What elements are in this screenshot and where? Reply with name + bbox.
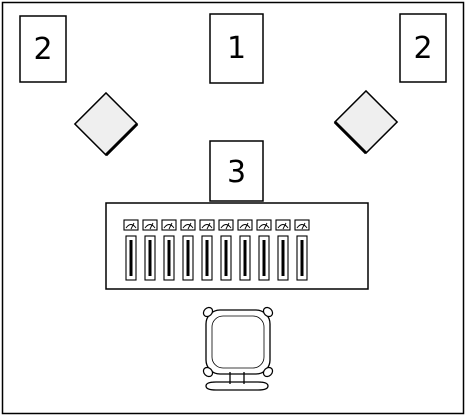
label-box-center: 1 xyxy=(209,13,264,84)
fader-slot xyxy=(148,240,152,276)
label-right-number: 2 xyxy=(413,31,432,66)
console-channels xyxy=(123,219,310,281)
fader-slot xyxy=(186,240,190,276)
meter-needle xyxy=(301,222,306,230)
fader-slot xyxy=(167,240,171,276)
channel-meter xyxy=(237,219,253,231)
chair-caster xyxy=(262,366,274,378)
meter-needle xyxy=(168,222,173,230)
meter-needle xyxy=(187,222,192,230)
fader-slot xyxy=(224,240,228,276)
fader-slot xyxy=(281,240,285,276)
channel-strip xyxy=(237,219,253,281)
fader-slot xyxy=(262,240,266,276)
channel-strip xyxy=(199,219,215,281)
label-box-right: 2 xyxy=(399,13,447,83)
channel-strip xyxy=(180,219,196,281)
label-box-console: 3 xyxy=(209,140,264,202)
meter-dial xyxy=(163,224,175,229)
channel-strip xyxy=(161,219,177,281)
meter-dial xyxy=(182,224,194,229)
meter-dial xyxy=(239,224,251,229)
chair-caster xyxy=(202,306,214,318)
left-speaker xyxy=(73,91,139,157)
channel-meter xyxy=(161,219,177,231)
meter-dial xyxy=(258,224,270,229)
fader-slot xyxy=(243,240,247,276)
chair-caster xyxy=(262,306,274,318)
chair-caster xyxy=(202,366,214,378)
mixing-console xyxy=(105,202,369,290)
label-center-number: 1 xyxy=(227,31,246,66)
meter-dial xyxy=(277,224,289,229)
channel-meter xyxy=(294,219,310,231)
channel-meter xyxy=(256,219,272,231)
meter-dial xyxy=(296,224,308,229)
chair-base xyxy=(205,381,269,391)
label-console-number: 3 xyxy=(227,155,246,190)
channel-meter xyxy=(180,219,196,231)
fader-slot xyxy=(129,240,133,276)
channel-strip xyxy=(275,219,291,281)
meter-dial xyxy=(144,224,156,229)
channel-meter xyxy=(275,219,291,231)
meter-dial xyxy=(220,224,232,229)
channel-meter xyxy=(142,219,158,231)
channel-strip xyxy=(123,219,139,281)
channel-meter xyxy=(218,219,234,231)
fader-slot xyxy=(300,240,304,276)
right-speaker xyxy=(333,89,399,155)
meter-needle xyxy=(244,222,249,230)
channel-strip xyxy=(142,219,158,281)
channel-strip xyxy=(294,219,310,281)
meter-needle xyxy=(149,222,154,230)
label-box-left: 2 xyxy=(19,15,67,83)
label-left-number: 2 xyxy=(33,32,52,67)
meter-needle xyxy=(130,222,135,230)
channel-meter xyxy=(199,219,215,231)
meter-dial xyxy=(201,224,213,229)
meter-dial xyxy=(125,224,137,229)
meter-needle xyxy=(263,222,268,230)
channel-meter xyxy=(123,219,139,231)
meter-needle xyxy=(282,222,287,230)
meter-needle xyxy=(225,222,230,230)
chair-seat xyxy=(205,309,271,375)
chair xyxy=(202,306,274,391)
meter-needle xyxy=(206,222,211,230)
fader-slot xyxy=(205,240,209,276)
channel-strip xyxy=(256,219,272,281)
channel-strip xyxy=(218,219,234,281)
